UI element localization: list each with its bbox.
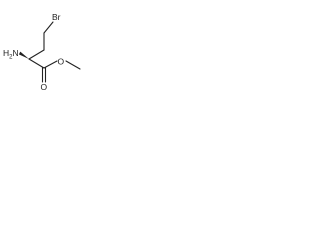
bond-oester-methyl [65,60,81,70]
carbonyl-oxygen-label: O [41,82,48,92]
wedge-bond-c2-n [18,51,29,59]
bond-c1-oester [43,60,58,69]
chemical-structure: Br H2N O O [3,12,81,92]
bond-c2-c1 [28,58,45,69]
bond-c2-c3 [28,49,45,60]
ester-oxygen-label: O [58,57,65,67]
bond-c4-br [43,21,54,34]
bromine-label: Br [52,12,61,22]
amine-label: H2N [3,48,19,61]
